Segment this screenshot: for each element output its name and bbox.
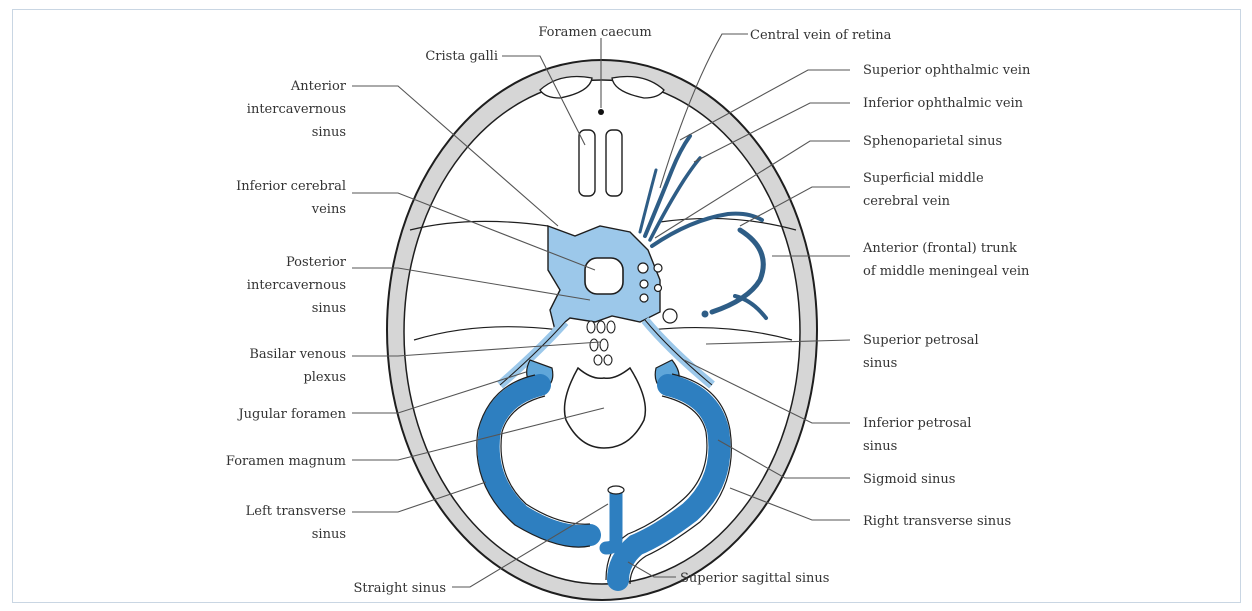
label-anterior-frontal-2: of middle meningeal vein (863, 264, 1030, 279)
label-crista-galli: Crista galli (425, 49, 498, 64)
straight-sinus-end (608, 486, 624, 494)
label-sigmoid: Sigmoid sinus (863, 472, 955, 487)
label-sphenoparietal: Sphenoparietal sinus (863, 134, 1002, 149)
label-superior-petrosal-1: Superior petrosal (863, 333, 979, 348)
foramen-ovale (663, 309, 677, 323)
label-superficial-middle-2: cerebral vein (863, 194, 951, 209)
label-superficial-middle-1: Superficial middle (863, 171, 984, 186)
cribriform-right (606, 130, 622, 196)
label-posterior-intercavernous-2: intercavernous (247, 278, 346, 293)
label-posterior-intercavernous-1: Posterior (286, 255, 347, 270)
foramen-2 (640, 280, 648, 288)
label-inferior-petrosal-1: Inferior petrosal (863, 416, 971, 431)
label-inferior-cerebral-2: veins (311, 202, 346, 217)
pituitary-fossa (585, 258, 623, 294)
label-inferior-cerebral-1: Inferior cerebral (236, 179, 346, 194)
foramen-magnum (565, 368, 646, 448)
label-inferior-ophthalmic: Inferior ophthalmic vein (863, 96, 1024, 111)
label-anterior-intercavernous-2: intercavernous (247, 102, 346, 117)
label-foramen-caecum: Foramen caecum (538, 25, 651, 40)
label-superior-petrosal-2: sinus (863, 356, 897, 371)
label-left-transverse-1: Left transverse (246, 504, 347, 519)
label-anterior-frontal-1: Anterior (frontal) trunk (862, 241, 1017, 256)
label-inferior-petrosal-2: sinus (863, 439, 897, 454)
cribriform-left (579, 130, 595, 196)
label-anterior-intercavernous-1: Anterior (290, 79, 347, 94)
label-jugular-foramen: Jugular foramen (236, 407, 346, 422)
foramen-caecum-dot (598, 109, 604, 115)
label-basilar-2: plexus (303, 370, 346, 385)
label-superior-ophthalmic: Superior ophthalmic vein (863, 63, 1031, 78)
label-posterior-intercavernous-3: sinus (312, 301, 346, 316)
foramen-1 (638, 263, 648, 273)
label-basilar-1: Basilar venous (249, 347, 346, 362)
label-anterior-intercavernous-3: sinus (312, 125, 346, 140)
label-central-vein-retina: Central vein of retina (750, 28, 892, 43)
label-straight-sinus: Straight sinus (353, 581, 446, 596)
label-superior-sagittal: Superior sagittal sinus (680, 571, 829, 586)
meningeal-foramen-dot (702, 311, 709, 318)
label-foramen-magnum: Foramen magnum (226, 454, 346, 469)
label-left-transverse-2: sinus (312, 527, 346, 542)
foramen-5 (655, 285, 662, 292)
label-right-transverse: Right transverse sinus (863, 514, 1011, 529)
foramen-3 (640, 294, 648, 302)
foramen-4 (654, 264, 662, 272)
